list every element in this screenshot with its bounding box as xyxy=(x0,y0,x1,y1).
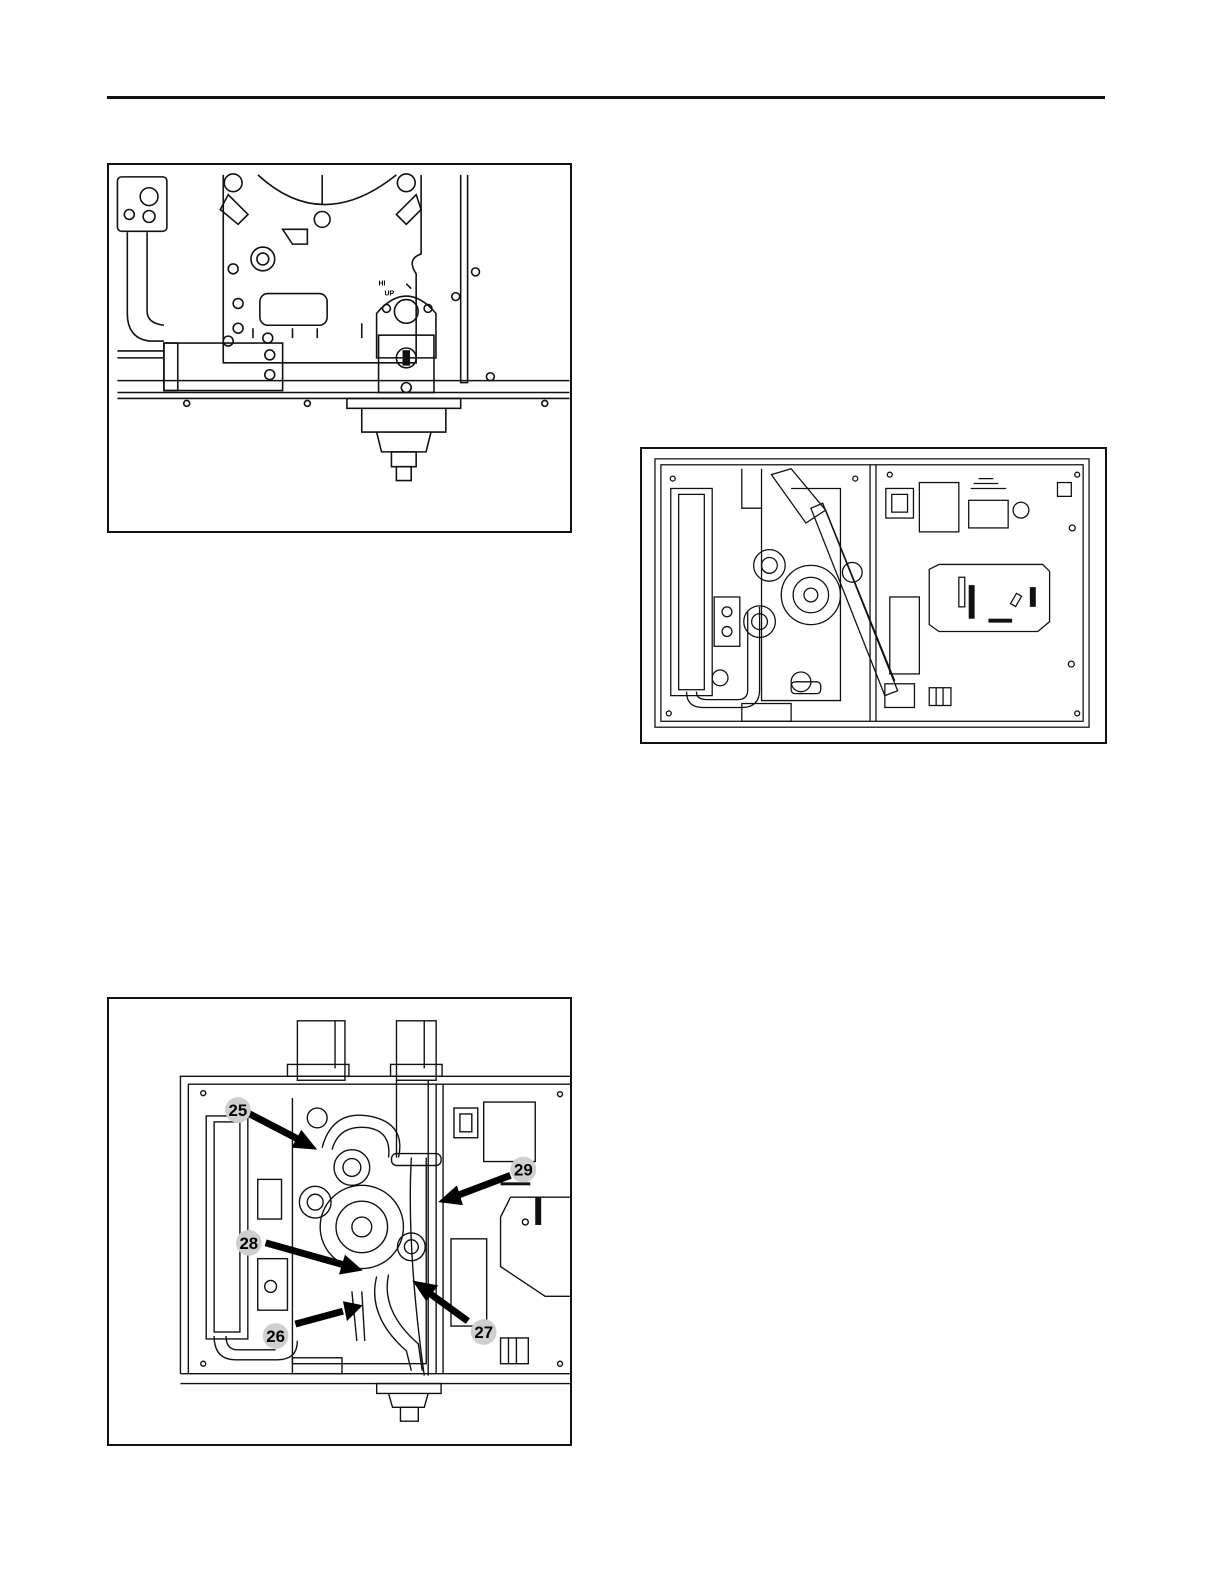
figure-inducer-closeup: UP HI xyxy=(107,163,572,533)
callout-26: 26 xyxy=(266,1327,285,1346)
callout-25: 25 xyxy=(229,1101,248,1120)
callout-27: 27 xyxy=(474,1323,493,1342)
figure-unit-overview xyxy=(640,447,1107,744)
callout-29: 29 xyxy=(514,1160,533,1179)
embossed-hi-label: HI xyxy=(379,281,386,288)
header-rule xyxy=(107,96,1105,99)
unit-overview-drawing xyxy=(642,449,1105,742)
embossed-up-label: UP xyxy=(385,291,395,298)
figure-callout-diagram: 25 26 27 28 29 xyxy=(107,997,572,1446)
callout-28: 28 xyxy=(239,1234,258,1253)
callout-diagram-drawing: 25 26 27 28 29 xyxy=(109,999,570,1444)
inducer-closeup-drawing: UP HI xyxy=(109,165,570,531)
